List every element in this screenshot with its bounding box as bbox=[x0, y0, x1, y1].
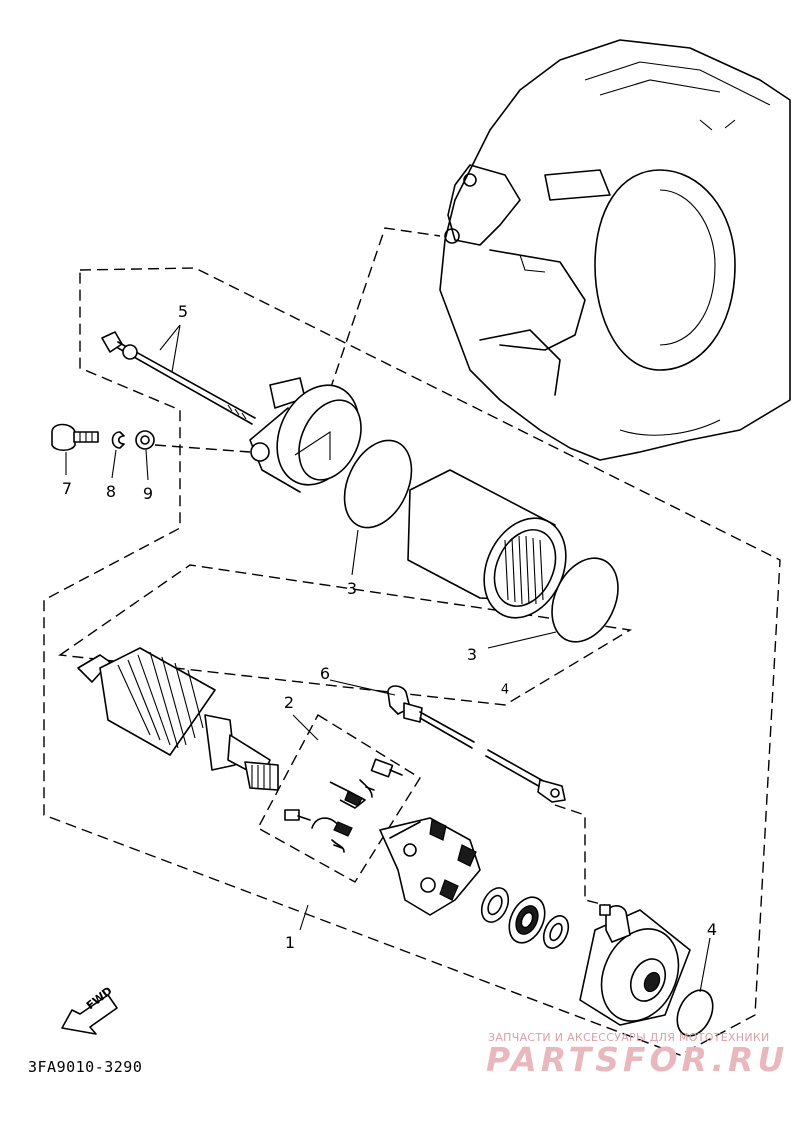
watermark-caption: ЗАПЧАСТИ И АКСЕССУАРЫ ДЛЯ МОТОТЕХНИКИ bbox=[488, 1031, 770, 1044]
callout-7: 7 bbox=[61, 479, 73, 498]
callout-4-group: 4 bbox=[500, 682, 510, 698]
leader-to-crankcase bbox=[329, 227, 441, 391]
callout-3-upper: 3 bbox=[346, 579, 358, 598]
leader-lead bbox=[554, 804, 606, 906]
callout-1: 1 bbox=[284, 933, 296, 952]
o-ring-part-3-upper bbox=[343, 439, 413, 529]
brush-holder-plate bbox=[379, 817, 481, 916]
rear-cover bbox=[579, 904, 691, 1026]
bolt-part-7 bbox=[51, 423, 99, 475]
callout-6: 6 bbox=[319, 664, 331, 683]
outer-assembly-outline bbox=[43, 267, 781, 1056]
front-cover bbox=[249, 377, 362, 493]
lead-wire-part-6 bbox=[387, 685, 566, 803]
o-ring-part-3-lower bbox=[551, 557, 619, 643]
washer-part-9 bbox=[135, 430, 155, 450]
watermark-logo: PARTSFOR.RU bbox=[486, 1040, 789, 1079]
stator-group-outline bbox=[58, 564, 633, 706]
armature bbox=[77, 647, 279, 791]
o-ring-part-4 bbox=[676, 989, 714, 1037]
yoke-housing bbox=[407, 469, 567, 619]
callout-3-lower: 3 bbox=[466, 645, 478, 664]
seal-ring-left bbox=[480, 887, 510, 923]
seal-ring-right bbox=[542, 915, 570, 949]
brush-kit-part-2 bbox=[284, 758, 403, 853]
through-bolt-part-5 bbox=[101, 331, 256, 425]
fwd-arrow-icon bbox=[61, 994, 118, 1035]
callout-4: 4 bbox=[706, 920, 718, 939]
callout-5: 5 bbox=[177, 302, 189, 321]
leader-bolt-group bbox=[154, 444, 251, 453]
diagram-code: 3FA9010-3290 bbox=[28, 1058, 143, 1076]
callout-2: 2 bbox=[283, 693, 295, 712]
bearing bbox=[508, 896, 546, 944]
callout-9: 9 bbox=[142, 484, 154, 503]
engine-crankcase bbox=[439, 39, 791, 461]
callout-8: 8 bbox=[105, 482, 117, 501]
clip-part-8 bbox=[111, 431, 125, 449]
